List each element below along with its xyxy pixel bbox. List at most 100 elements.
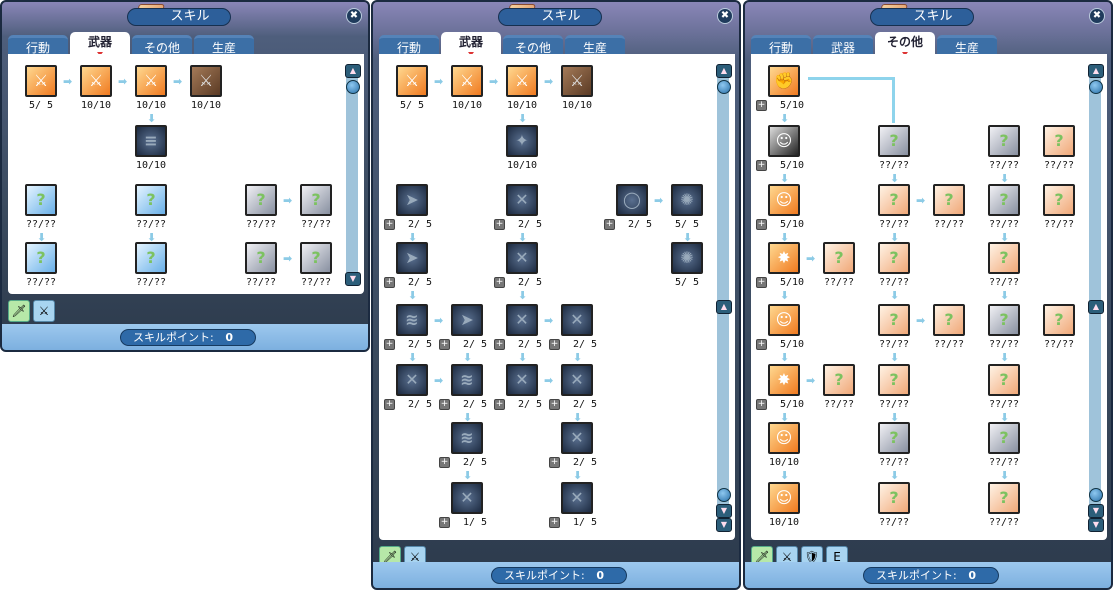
skill-up-button[interactable]: + [756,277,767,288]
tab-action[interactable]: 行動 [379,35,439,55]
skill-icon[interactable]: ✕ [561,304,593,336]
tab-other[interactable]: その他 [503,35,563,55]
skill-icon[interactable]: ✦ [506,125,538,157]
close-button[interactable]: ✖ [346,8,362,24]
skill-icon[interactable]: ? [1043,304,1075,336]
scroll-up-button[interactable]: ▲ [1088,300,1104,314]
skill-icon[interactable]: ≡ [135,125,167,157]
skill-up-button[interactable]: + [439,517,450,528]
scroll-up-button[interactable]: ▲ [716,64,732,78]
skill-icon[interactable]: ? [988,422,1020,454]
tab-action[interactable]: 行動 [751,35,811,55]
skill-up-button[interactable]: + [549,339,560,350]
skill-icon[interactable]: ➤ [396,184,428,216]
skill-icon[interactable]: ⚔ [506,65,538,97]
scroll-down-button[interactable]: ▼ [345,272,361,286]
skill-up-button[interactable]: + [439,399,450,410]
sword-hand-icon[interactable]: 🗡 [8,300,30,322]
tab-other[interactable]: その他 [132,35,192,55]
skill-up-button[interactable]: + [494,277,505,288]
skill-icon[interactable]: ✕ [506,364,538,396]
skill-icon[interactable]: ☺ [768,125,800,157]
skill-up-button[interactable]: + [604,219,615,230]
skill-icon[interactable]: ? [878,364,910,396]
tab-production[interactable]: 生産 [937,35,997,55]
skill-icon[interactable]: ? [988,242,1020,274]
skill-up-button[interactable]: + [756,100,767,111]
skill-icon[interactable]: ? [878,304,910,336]
skill-icon[interactable]: ? [1043,125,1075,157]
skill-up-button[interactable]: + [384,219,395,230]
scrollbar-thumb[interactable] [717,80,731,94]
skill-icon[interactable]: ✕ [506,242,538,274]
skill-icon[interactable]: ? [135,242,167,274]
skill-icon[interactable]: ☺ [768,304,800,336]
skill-up-button[interactable]: + [756,160,767,171]
skill-icon[interactable]: ? [933,184,965,216]
skill-icon[interactable]: ? [1043,184,1075,216]
skill-icon[interactable]: ? [878,242,910,274]
skill-icon[interactable]: ✸ [768,242,800,274]
skill-up-button[interactable]: + [756,219,767,230]
skill-icon[interactable]: ✊ [768,65,800,97]
skill-icon[interactable]: ◯ [616,184,648,216]
skill-icon[interactable]: ? [878,184,910,216]
tab-production[interactable]: 生産 [194,35,254,55]
close-button[interactable]: ✖ [717,8,733,24]
skill-icon[interactable]: ? [135,184,167,216]
skill-icon[interactable]: ⚔ [396,65,428,97]
skill-icon[interactable]: ✕ [506,304,538,336]
scroll-down-button[interactable]: ▼ [716,518,732,532]
skill-icon[interactable]: ? [823,242,855,274]
skill-icon[interactable]: ? [823,364,855,396]
skill-up-button[interactable]: + [494,219,505,230]
scrollbar-thumb[interactable] [346,80,360,94]
skill-icon[interactable]: ? [988,184,1020,216]
skill-icon[interactable]: ✕ [506,184,538,216]
skill-icon[interactable]: ? [300,242,332,274]
skill-up-button[interactable]: + [439,339,450,350]
skill-icon[interactable]: ? [878,125,910,157]
skill-icon[interactable]: ⚔ [561,65,593,97]
skill-icon[interactable]: ? [25,242,57,274]
skill-up-button[interactable]: + [756,339,767,350]
skill-icon[interactable]: ⚔ [25,65,57,97]
skill-icon[interactable]: ✕ [561,364,593,396]
scroll-down-button[interactable]: ▼ [1088,504,1104,518]
skill-icon[interactable]: ? [988,125,1020,157]
skill-icon[interactable]: ? [245,242,277,274]
scrollbar-thumb[interactable] [717,488,731,502]
tab-weapon[interactable]: 武器 [813,35,873,55]
scroll-up-button[interactable]: ▲ [716,300,732,314]
skill-icon[interactable]: ✕ [561,482,593,514]
tab-other[interactable]: その他 [875,32,935,56]
skill-icon[interactable]: ⚔ [135,65,167,97]
skill-icon[interactable]: ✺ [671,184,703,216]
skill-icon[interactable]: ✕ [396,364,428,396]
tab-action[interactable]: 行動 [8,35,68,55]
skill-up-button[interactable]: + [384,339,395,350]
skill-icon[interactable]: ➤ [396,242,428,274]
scrollbar-thumb[interactable] [1089,80,1103,94]
scrollbar-track[interactable] [1089,64,1101,530]
skill-up-button[interactable]: + [384,277,395,288]
skill-icon[interactable]: ☺ [768,422,800,454]
skill-icon[interactable]: ✺ [671,242,703,274]
skill-icon[interactable]: ? [300,184,332,216]
scrollbar-thumb[interactable] [1089,488,1103,502]
skill-up-button[interactable]: + [549,399,560,410]
skill-icon[interactable]: ☺ [768,482,800,514]
skill-icon[interactable]: ⚔ [190,65,222,97]
skill-icon[interactable]: ? [988,482,1020,514]
skill-icon[interactable]: ≋ [451,422,483,454]
scroll-down-button[interactable]: ▼ [1088,518,1104,532]
skill-up-button[interactable]: + [756,399,767,410]
skill-up-button[interactable]: + [439,457,450,468]
skill-icon[interactable]: ✕ [451,482,483,514]
tab-weapon[interactable]: 武器 [441,32,501,56]
skill-icon[interactable]: ? [25,184,57,216]
scroll-down-button[interactable]: ▼ [716,504,732,518]
skill-icon[interactable]: ≋ [396,304,428,336]
tab-weapon[interactable]: 武器 [70,32,130,56]
skill-up-button[interactable]: + [384,399,395,410]
